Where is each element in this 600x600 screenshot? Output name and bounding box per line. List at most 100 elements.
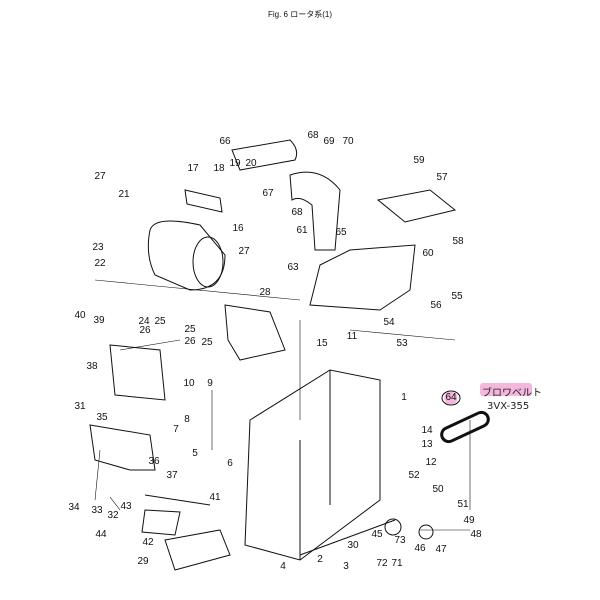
part-label: 61 [296, 225, 308, 236]
part-label: 22 [94, 258, 106, 269]
tray-42 [141, 509, 181, 536]
pulley-45 [384, 518, 402, 536]
part-label: 21 [118, 189, 130, 200]
part-label: 42 [142, 537, 154, 548]
handwritten-part-name: ブロワベルト [482, 388, 542, 399]
part-label: 16 [232, 223, 244, 234]
part-label: 28 [259, 287, 271, 298]
part-label: 59 [413, 155, 425, 166]
part-label: 41 [209, 492, 221, 503]
blower-belt-64 [440, 410, 490, 444]
part-label: 4 [280, 561, 286, 572]
part-label: 12 [425, 457, 437, 468]
rotor-cover [231, 139, 298, 171]
part-label: 24 [138, 316, 150, 327]
part-label: 73 [394, 535, 406, 546]
circle-mark-64 [441, 390, 461, 406]
part-label: 52 [408, 470, 420, 481]
highlighter-mark [480, 383, 532, 396]
part-label: 68 [291, 207, 303, 218]
part-label: 56 [430, 300, 442, 311]
part-label: 17 [187, 163, 199, 174]
part-label: 58 [452, 236, 464, 247]
part-label: 44 [95, 529, 107, 540]
part-label: 27 [238, 246, 250, 257]
part-label: 65 [335, 227, 347, 238]
figure-title: Fig. 6 ロータ系(1) [267, 10, 332, 19]
part-label: 25 [184, 324, 196, 335]
part-label: 20 [245, 158, 257, 169]
part-label: 13 [421, 439, 433, 450]
part-label: 35 [96, 412, 108, 423]
leader-lines [94, 279, 471, 531]
screen-38 [109, 344, 166, 401]
part-label: 51 [457, 499, 469, 510]
part-label: 10 [183, 378, 195, 389]
part-label: 37 [166, 470, 178, 481]
part-label: 39 [93, 315, 105, 326]
part-label: 66 [219, 136, 231, 147]
part-label: 30 [347, 540, 359, 551]
part-label: 19 [229, 158, 241, 169]
frame-main [244, 369, 381, 561]
part-label: 53 [396, 338, 408, 349]
part-label: 6 [227, 458, 233, 469]
part-label: 14 [421, 425, 433, 436]
part-label: 29 [137, 556, 149, 567]
part-label: 40 [74, 310, 86, 321]
part-label: 69 [323, 136, 335, 147]
part-label: 72 [376, 558, 388, 569]
part-label: 18 [213, 163, 225, 174]
cover-31 [89, 424, 156, 471]
part-label-circled: 64 [444, 392, 458, 404]
part-label: 2 [317, 554, 323, 565]
part-label: 8 [184, 414, 190, 425]
part-label: 32 [107, 510, 119, 521]
part-label: 7 [173, 424, 179, 435]
part-label: 25 [201, 337, 213, 348]
part-label: 47 [435, 544, 447, 555]
part-label: 15 [316, 338, 328, 349]
part-label: 33 [91, 505, 103, 516]
rotor-drum [147, 220, 226, 291]
part-label: 31 [74, 401, 86, 412]
part-label: 5 [192, 448, 198, 459]
part-label: 46 [414, 543, 426, 554]
part-label: 48 [470, 529, 482, 540]
grate-28 [224, 304, 286, 361]
part-label: 68 [307, 130, 319, 141]
part-label: 26 [184, 336, 196, 347]
part-label: 67 [262, 188, 274, 199]
part-label: 1 [401, 392, 407, 403]
plate-29 [164, 529, 231, 571]
part-label: 9 [207, 378, 213, 389]
part-label: 25 [154, 316, 166, 327]
pulley-46 [418, 524, 434, 540]
duct-elbow [289, 171, 341, 251]
frame-side [299, 370, 331, 560]
part-label: 11 [346, 331, 358, 342]
part-label: 36 [148, 456, 160, 467]
part-label: 43 [120, 501, 132, 512]
part-label: 60 [422, 248, 434, 259]
hopper [309, 244, 416, 311]
part-label: 3 [343, 561, 349, 572]
part-label: 57 [436, 172, 448, 183]
rotor-hub [192, 236, 224, 288]
part-label: 63 [287, 262, 299, 273]
part-label: 54 [383, 317, 395, 328]
frame-base [299, 519, 396, 556]
part-label: 34 [68, 502, 80, 513]
part-label: 23 [92, 242, 104, 253]
part-label: 55 [451, 291, 463, 302]
cover-plate-57 [376, 189, 457, 223]
shaft-41 [144, 494, 211, 506]
part-label: 49 [463, 515, 475, 526]
part-label: 27 [94, 171, 106, 182]
part-label: 71 [391, 558, 403, 569]
part-label: 38 [86, 361, 98, 372]
part-label: 50 [432, 484, 444, 495]
part-label: 45 [371, 529, 383, 540]
